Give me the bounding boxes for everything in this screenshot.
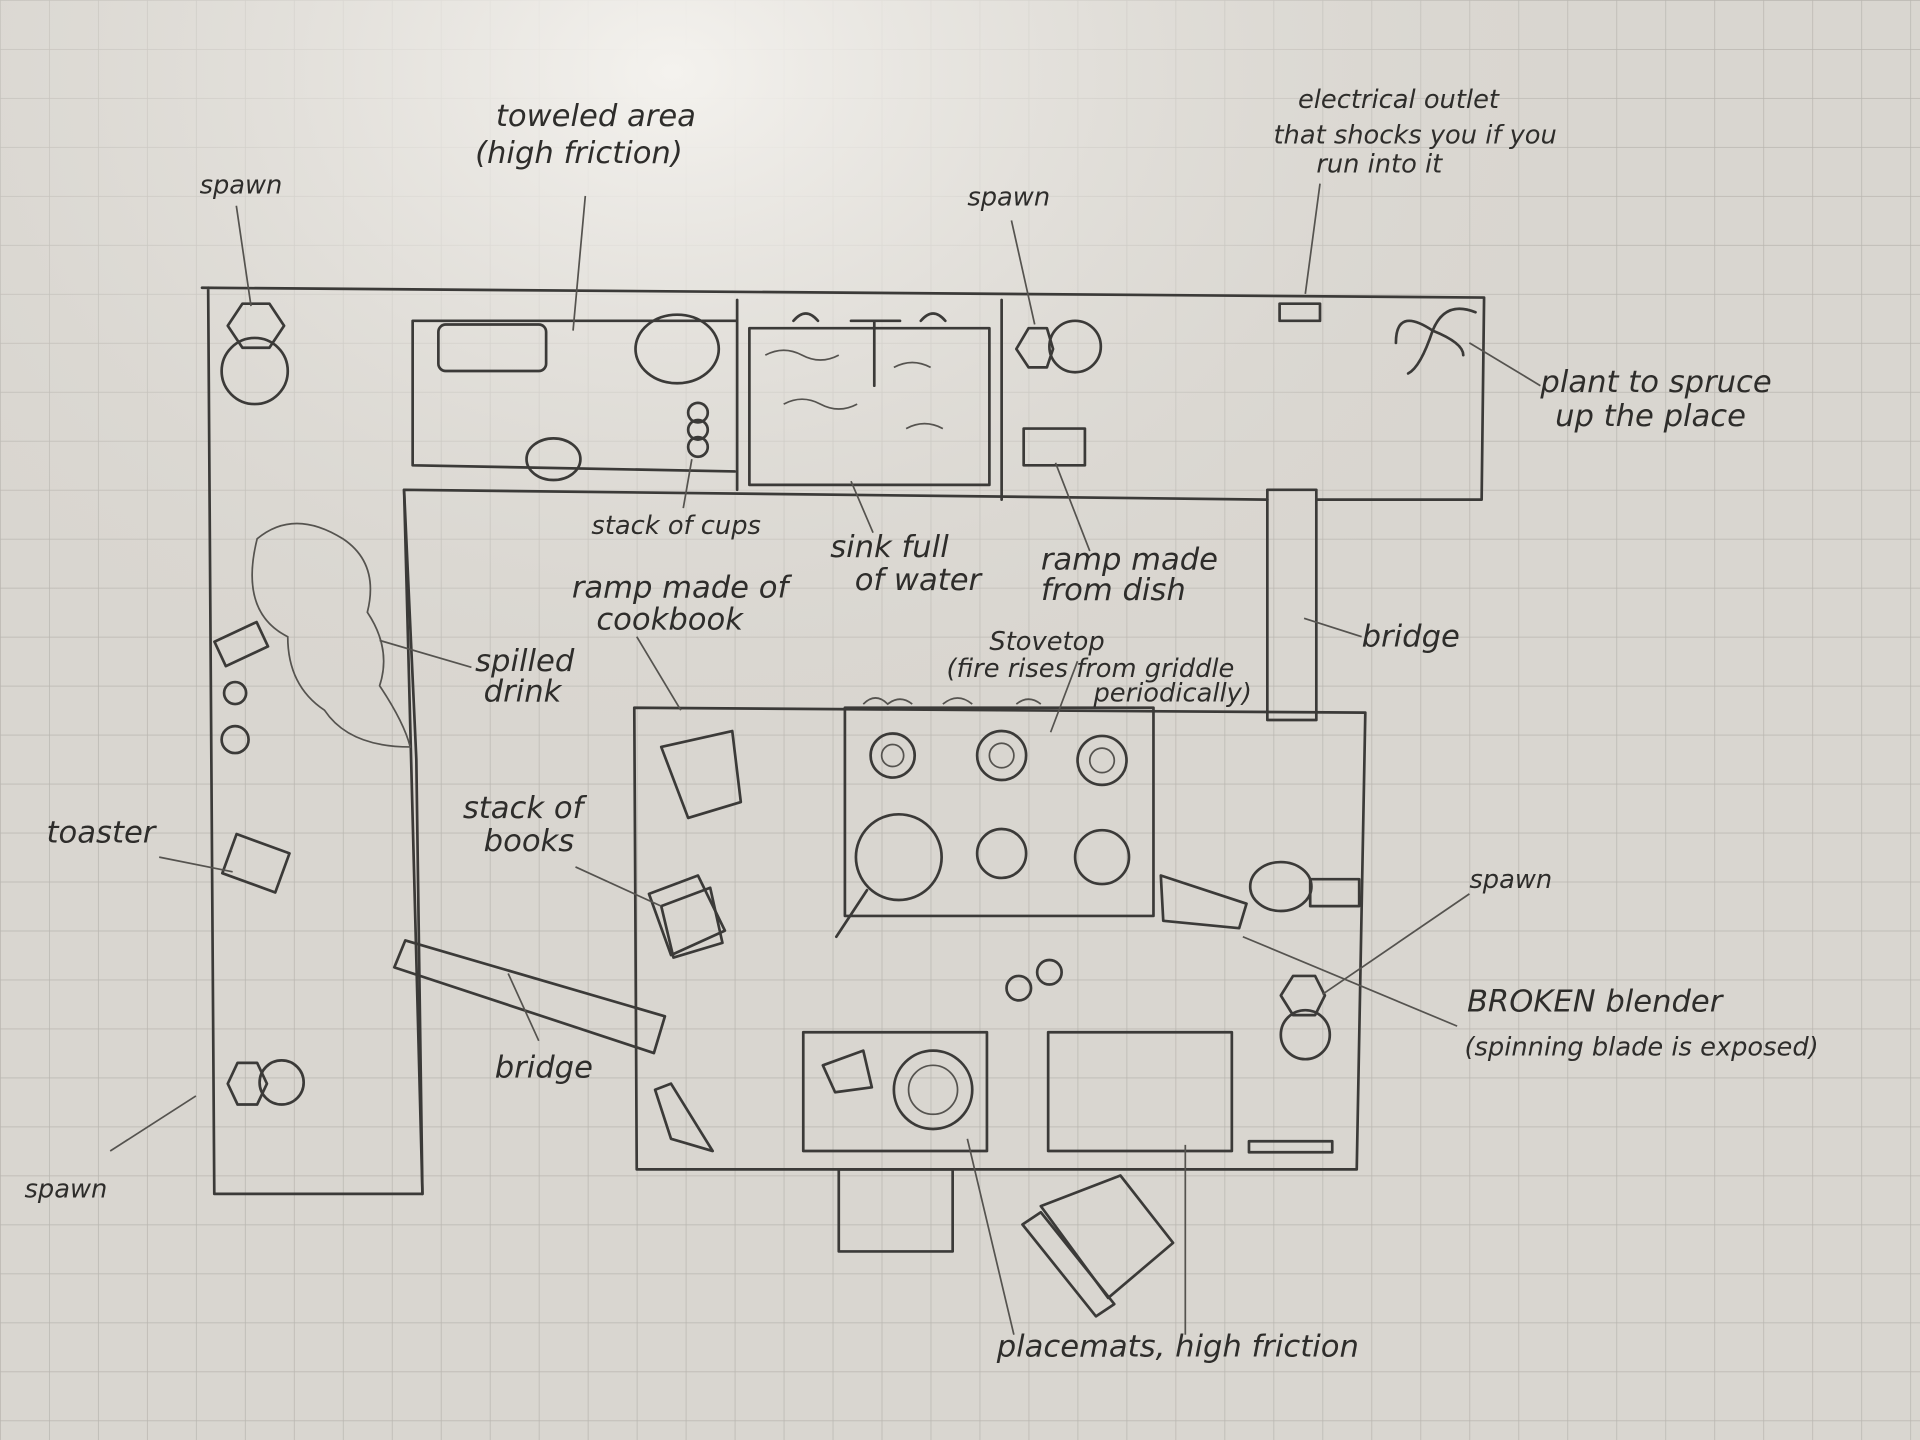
label-outlet-2: that shocks you if you — [1273, 120, 1556, 150]
label-toweled-area: toweled area — [496, 99, 696, 134]
annotation-labels: toweled area (high friction) spawn spawn… — [24, 85, 1818, 1365]
label-blender-2: (spinning blade is exposed) — [1464, 1033, 1818, 1063]
cookbook-ramp — [659, 729, 743, 820]
label-sink: sink full — [830, 530, 949, 565]
stack-of-cups — [686, 401, 710, 459]
label-spilled-drink-2: drink — [484, 675, 563, 710]
stack-of-books — [647, 874, 727, 959]
label-plant-2: up the place — [1555, 399, 1746, 434]
label-toaster: toaster — [47, 815, 158, 850]
label-dish-ramp-2: from dish — [1041, 573, 1186, 608]
spawn-point-top-mid — [1014, 319, 1103, 374]
map-walls — [200, 286, 1486, 1196]
stovetop — [834, 697, 1155, 939]
label-spilled-drink: spilled — [475, 644, 575, 679]
spawn-point-top-left — [220, 302, 290, 406]
dish-ramp — [1022, 427, 1087, 467]
label-cookbook-ramp: ramp made of — [572, 571, 793, 606]
sink — [748, 312, 991, 487]
label-books: stack of — [463, 791, 588, 826]
label-toweled-area-2: (high friction) — [475, 136, 683, 171]
spawn-point-right — [1279, 974, 1332, 1061]
label-spawn: spawn — [24, 1175, 107, 1205]
label-dish-ramp: ramp made — [1041, 542, 1218, 577]
label-placemats: placemats, high friction — [996, 1330, 1359, 1365]
label-cookbook-ramp-2: cookbook — [596, 602, 744, 637]
towel — [437, 313, 721, 482]
label-sink-2: of water — [855, 563, 984, 598]
broken-blender — [1159, 860, 1361, 930]
knife — [653, 1082, 1334, 1154]
label-outlet: electrical outlet — [1298, 85, 1500, 115]
label-cups: stack of cups — [591, 511, 760, 541]
label-stovetop-2: (fire rises from griddle — [947, 654, 1235, 684]
chair — [837, 1168, 1175, 1318]
label-bridge: bridge — [495, 1051, 593, 1086]
bridge-diagonal — [392, 939, 667, 1055]
label-stovetop: Stovetop — [989, 627, 1104, 657]
label-spawn: spawn — [967, 183, 1050, 213]
cookies — [1005, 958, 1063, 1002]
leader-lines — [109, 183, 1541, 1335]
spawn-point-bottom-left — [226, 1059, 306, 1106]
label-outlet-3: run into it — [1316, 150, 1443, 180]
label-stovetop-3: periodically) — [1092, 679, 1251, 709]
placemat-right — [1046, 1030, 1234, 1153]
plant-icon — [1394, 307, 1477, 375]
label-bridge: bridge — [1362, 620, 1460, 655]
placemat-left — [801, 1030, 989, 1153]
label-books-2: books — [484, 824, 575, 859]
spilled-drink — [213, 522, 412, 748]
label-spawn: spawn — [1469, 865, 1552, 895]
label-blender: BROKEN blender — [1467, 984, 1725, 1019]
electrical-outlet — [1278, 302, 1322, 323]
label-plant: plant to spruce — [1539, 365, 1771, 400]
toaster — [220, 680, 291, 894]
bridge-vertical — [1266, 488, 1318, 722]
label-spawn: spawn — [200, 170, 283, 200]
